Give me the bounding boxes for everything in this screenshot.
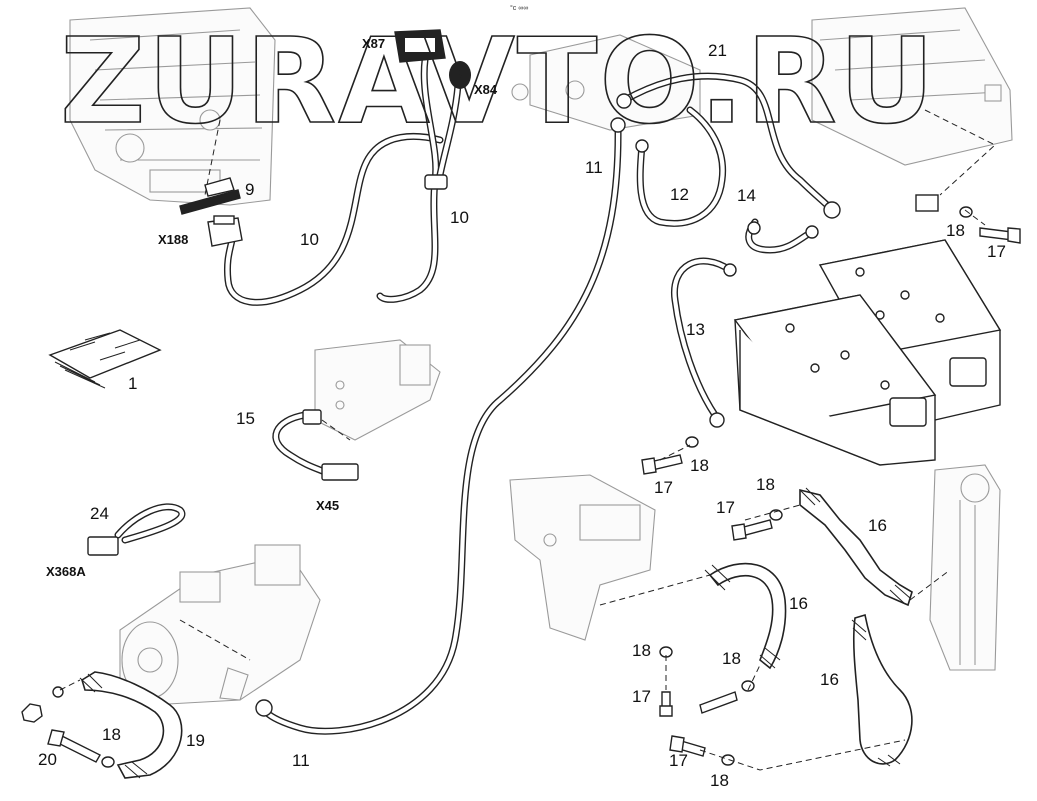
cable-10-right bbox=[376, 56, 462, 303]
callout-18-top: 18 bbox=[946, 221, 965, 240]
bolt-17-bracket bbox=[731, 509, 783, 541]
callout-11-top: 11 bbox=[585, 158, 603, 177]
cable-21 bbox=[616, 72, 841, 219]
label-x188: X188 bbox=[158, 232, 188, 247]
cable-12 bbox=[635, 106, 727, 227]
cable-24 bbox=[87, 503, 186, 556]
cable-11 bbox=[255, 117, 626, 735]
callout-18-starter: 18 bbox=[102, 725, 121, 744]
strap-16c bbox=[851, 613, 913, 767]
connector-x188 bbox=[207, 215, 243, 247]
callout-20: 20 bbox=[38, 750, 57, 769]
strap-19 bbox=[79, 671, 183, 779]
callout-16-mid: 16 bbox=[789, 594, 808, 613]
battery-front bbox=[733, 294, 937, 466]
bolt-17-vertical bbox=[659, 646, 673, 717]
cable-15 bbox=[272, 409, 359, 481]
callout-18-mid: 18 bbox=[722, 649, 741, 668]
label-x84: X84 bbox=[474, 82, 498, 97]
bolt-20 bbox=[47, 729, 115, 768]
strap-16b bbox=[799, 487, 913, 607]
label-x368a: X368A bbox=[46, 564, 86, 579]
callout-10-left: 10 bbox=[300, 230, 319, 249]
strap-16a bbox=[704, 562, 787, 670]
cable-tie-9 bbox=[179, 177, 241, 215]
callout-18-bracket: 18 bbox=[756, 475, 775, 494]
cable-14 bbox=[745, 218, 819, 254]
chassis-bracket-ghost bbox=[509, 474, 656, 641]
callout-17-battery: 17 bbox=[654, 478, 673, 497]
bolt-17-battery bbox=[641, 436, 699, 475]
callout-14: 14 bbox=[737, 186, 756, 205]
watermark: ZURAVTO.RU bbox=[60, 12, 937, 150]
callout-10-right: 10 bbox=[450, 208, 469, 227]
label-x45: X45 bbox=[316, 498, 339, 513]
callout-17-bracket: 17 bbox=[716, 498, 735, 517]
parts-booklet-1 bbox=[48, 329, 162, 389]
crane-column-ghost bbox=[929, 464, 1001, 671]
label-x87: X87 bbox=[362, 36, 385, 51]
bolt-17-mid bbox=[699, 680, 755, 714]
callout-16-right: 16 bbox=[868, 516, 887, 535]
starter-motor-ghost bbox=[119, 544, 321, 706]
callout-12: 12 bbox=[670, 185, 689, 204]
callout-17-top: 17 bbox=[987, 242, 1006, 261]
callout-18-battery: 18 bbox=[690, 456, 709, 475]
cable-13 bbox=[670, 257, 737, 428]
callout-13: 13 bbox=[686, 320, 705, 339]
callout-17-bottom: 17 bbox=[669, 751, 688, 770]
bolt-17-bottom bbox=[669, 735, 735, 766]
callout-24: 24 bbox=[90, 504, 109, 523]
callout-19: 19 bbox=[186, 731, 205, 750]
callout-17-vertical: 17 bbox=[632, 687, 651, 706]
mount-bracket-15 bbox=[314, 339, 441, 441]
callout-16-low: 16 bbox=[820, 670, 839, 689]
assembly-lines bbox=[59, 109, 996, 771]
cable-10-left bbox=[224, 133, 444, 306]
callout-1: 1 bbox=[128, 374, 137, 393]
starter-nut bbox=[21, 686, 64, 723]
callout-15: 15 bbox=[236, 409, 255, 428]
top-mark: °c ∞∞ bbox=[510, 4, 528, 12]
callout-18-bottom: 18 bbox=[710, 771, 729, 790]
bolt-17-top bbox=[915, 194, 1021, 244]
callout-9: 9 bbox=[245, 180, 254, 199]
callout-18-vertical: 18 bbox=[632, 641, 651, 660]
callout-21: 21 bbox=[708, 41, 727, 60]
battery-box-ghost bbox=[811, 7, 1013, 166]
connector-x84 bbox=[449, 61, 471, 89]
callout-11-bottom: 11 bbox=[292, 751, 310, 770]
connector-x87 bbox=[394, 29, 446, 63]
